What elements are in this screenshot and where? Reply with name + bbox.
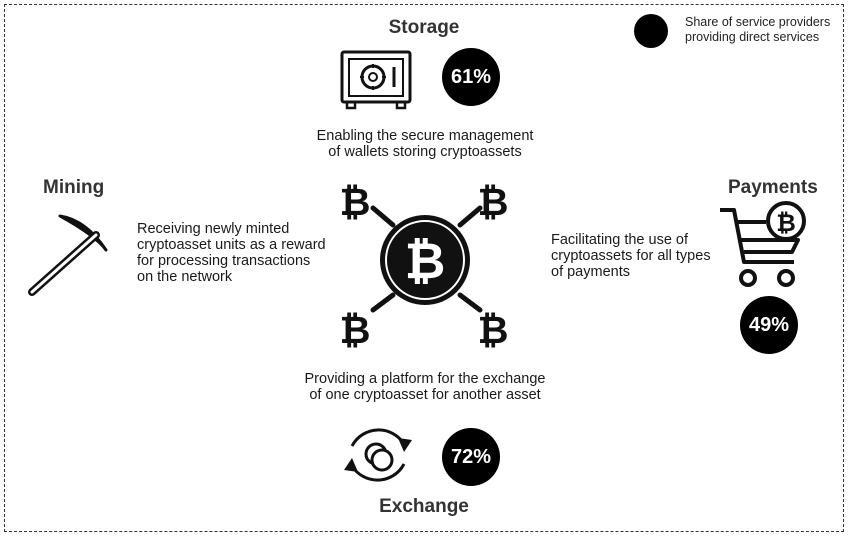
svg-text:₿: ₿ [478, 308, 509, 352]
description-line: Facilitating the use of [551, 232, 689, 248]
svg-text:₿: ₿ [478, 180, 509, 224]
svg-text:₿: ₿ [776, 209, 796, 237]
bitcoin-network-icon: ₿ ₿ ₿ ₿ ₿ [340, 180, 509, 352]
safe-icon [340, 50, 412, 110]
exchange-share-badge: 72% [442, 428, 500, 486]
storage-title: Storage [388, 17, 460, 38]
mining-description: Receiving newly minted cryptoasset units… [137, 221, 347, 285]
exchange-title: Exchange [379, 496, 469, 517]
description-line: of wallets storing cryptoassets [328, 144, 522, 160]
svg-text:₿: ₿ [405, 232, 446, 290]
legend-text-line: Share of service providers [685, 15, 831, 29]
description-line: cryptoassets for all types [551, 248, 711, 264]
legend-text: Share of service providers providing dir… [685, 15, 830, 45]
description-line: Providing a platform for the exchange [304, 371, 546, 387]
svg-text:₿: ₿ [340, 180, 371, 224]
description-line: for processing transactions [137, 253, 311, 269]
description-line: Enabling the secure management [316, 128, 534, 144]
storage-description: Enabling the secure management of wallet… [300, 128, 550, 160]
description-line: Receiving newly minted [137, 221, 290, 237]
payments-share-badge: 49% [740, 296, 798, 354]
mining-title: Mining [43, 177, 105, 198]
storage-share-badge: 61% [442, 48, 500, 106]
pickaxe-icon [28, 214, 108, 296]
exchange-description: Providing a platform for the exchange of… [290, 371, 560, 403]
shopping-cart-bitcoin-icon: ₿ [720, 201, 806, 287]
legend-text-line: providing direct services [685, 30, 820, 44]
svg-text:₿: ₿ [340, 308, 371, 352]
payments-description: Facilitating the use of cryptoassets for… [551, 232, 741, 280]
payments-title: Payments [728, 177, 818, 198]
description-line: of payments [551, 264, 630, 280]
description-line: on the network [137, 269, 233, 285]
description-line: of one cryptoasset for another asset [309, 387, 541, 403]
coin-exchange-icon [344, 428, 412, 482]
diagram-frame [4, 4, 844, 532]
description-line: cryptoasset units as a reward [137, 237, 326, 253]
legend-marker [634, 14, 668, 48]
